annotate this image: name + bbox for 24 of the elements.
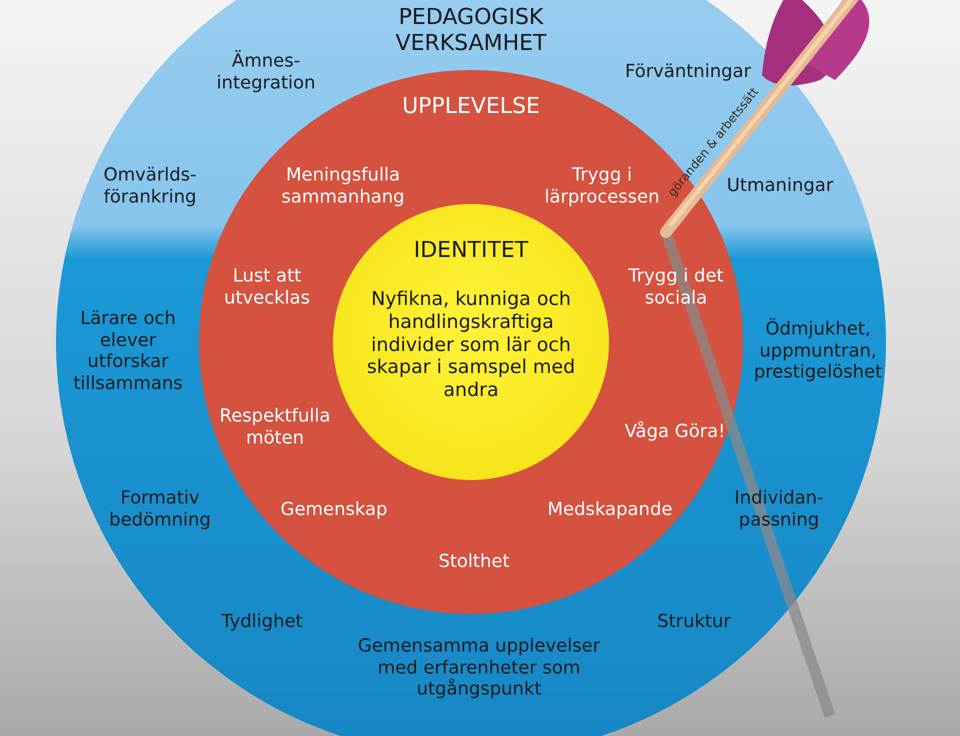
ring-label: Struktur: [656, 611, 732, 633]
ring-label: Lärare och elever utforskar tillsammans: [72, 308, 184, 394]
ring-label: Gemensamma upplevelser med erfarenheter som utgångspunkt: [356, 636, 602, 700]
ring-label: Trygg i det sociala: [627, 265, 725, 309]
ring-label: Tydlighet: [220, 611, 304, 633]
ring-label: Respektfulla möten: [218, 405, 332, 449]
ring-label: Gemenskap: [280, 499, 388, 521]
ring-label: Formativ bedömning: [108, 487, 212, 531]
ring-label: Meningsfulla sammanhang: [280, 164, 406, 208]
ring-heading: PEDAGOGISK VERKSAMHET: [394, 5, 548, 58]
ring-label: Lust att utvecklas: [223, 265, 311, 309]
ring-label: Omvärlds- förankring: [102, 164, 198, 208]
ring-label: Stolthet: [437, 551, 511, 573]
ring-label: Ödmjukhet, uppmuntran, prestigelöshet: [752, 318, 884, 384]
ring-heading: UPPLEVELSE: [401, 94, 541, 120]
ring-heading: IDENTITET: [412, 238, 530, 264]
ring-label: Individan- passning: [733, 487, 825, 531]
ring-label: Våga Göra!: [624, 421, 726, 443]
ring-label: Medskapande: [546, 499, 674, 521]
ring-label: Trygg i lärprocessen: [543, 164, 661, 208]
ring-label: Ämnes- integration: [216, 50, 316, 94]
ring-description: Nyfikna, kunniga och handlingskraftiga individer som lär och skapar i samspel med andra: [366, 288, 576, 402]
ring-label: Förväntningar: [624, 61, 752, 83]
ring-label: Utmaningar: [726, 175, 834, 197]
